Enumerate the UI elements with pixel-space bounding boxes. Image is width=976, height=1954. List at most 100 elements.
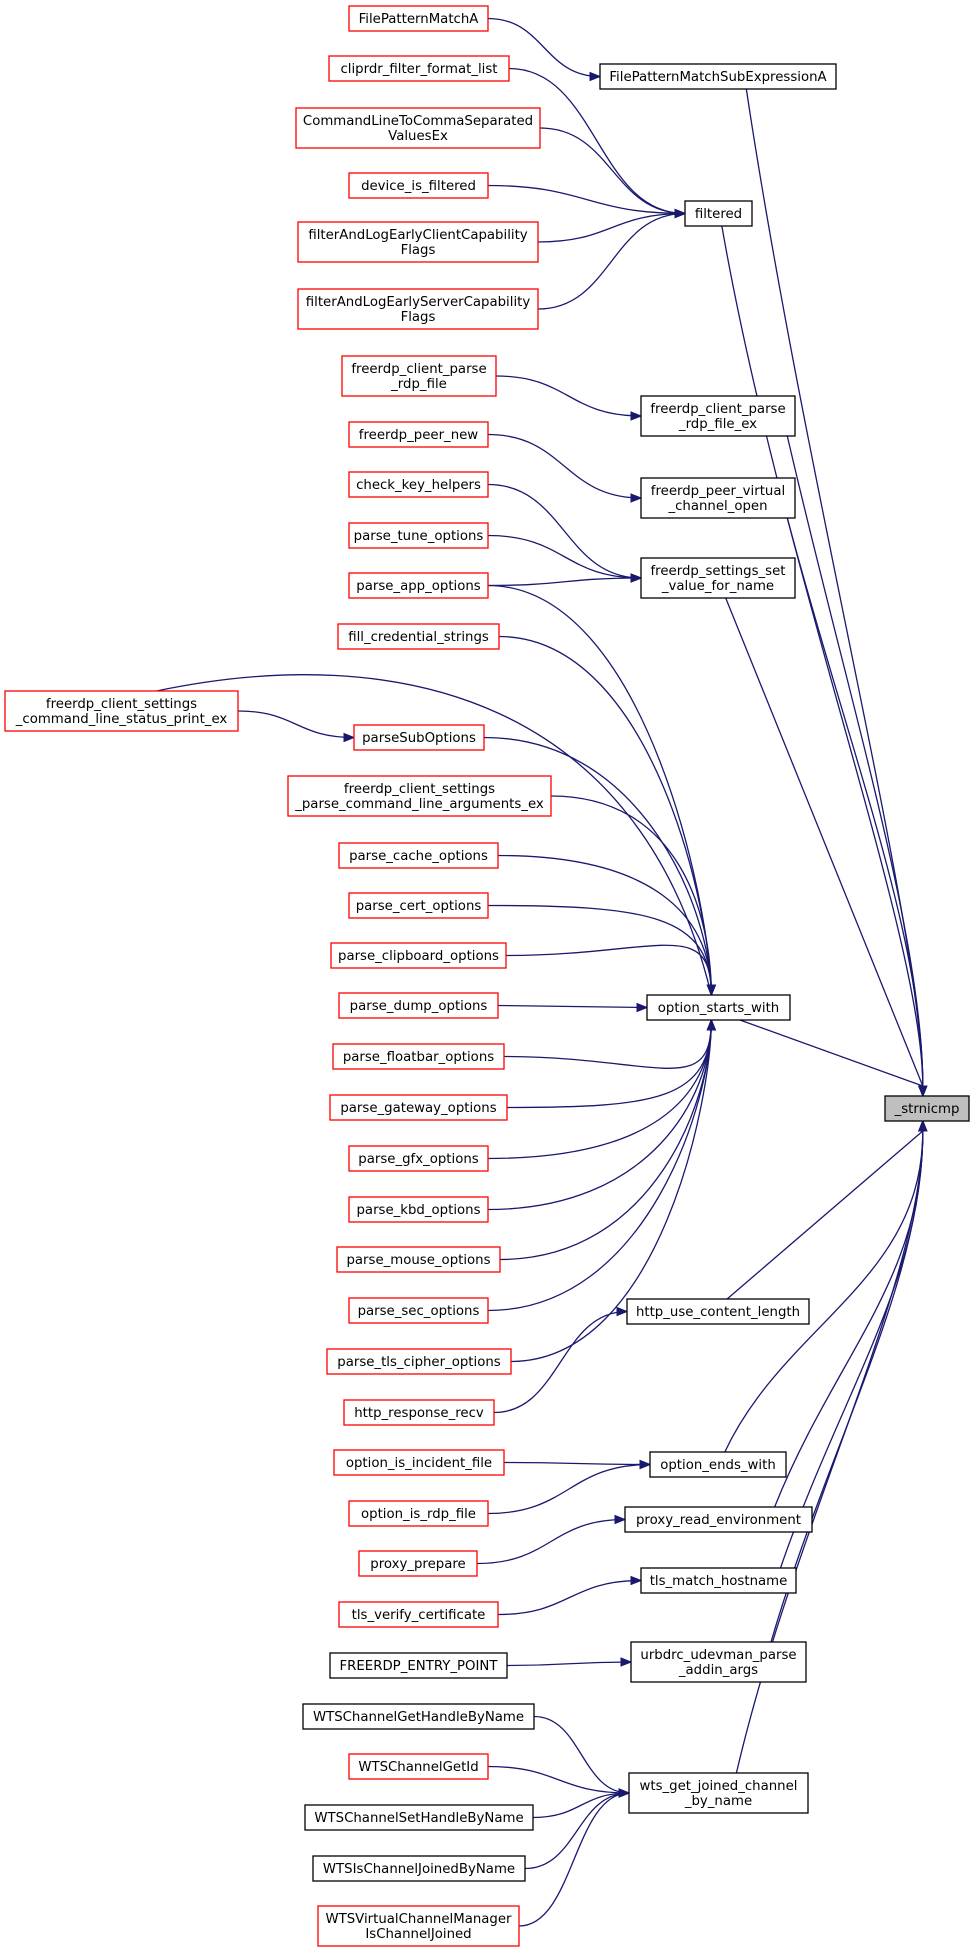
function-node[interactable]: check_key_helpers (348, 471, 489, 498)
node-label: freerdp_peer_new (359, 428, 479, 443)
function-node[interactable]: parse_cache_options (338, 842, 499, 869)
function-node[interactable]: freerdp_client_parse_rdp_file_ex (640, 395, 796, 437)
function-node[interactable]: parse_cert_options (348, 892, 489, 919)
node-label: option_ends_with (660, 1458, 776, 1473)
function-node[interactable]: freerdp_client_settings_command_line_sta… (4, 690, 239, 732)
node-box (884, 1095, 970, 1122)
function-node[interactable]: freerdp_settings_set_value_for_name (640, 557, 796, 599)
node-label: wts_get_joined_channel (640, 1779, 798, 1794)
node-box (338, 842, 499, 869)
call-edge (499, 1018, 717, 1261)
function-node[interactable]: parse_tune_options (348, 522, 489, 549)
call-edge (539, 127, 687, 219)
node-label: filtered (695, 207, 742, 222)
function-node[interactable]: FilePatternMatchSubExpressionA (599, 63, 837, 90)
node-box (599, 63, 837, 90)
node-label: freerdp_peer_virtual (651, 484, 785, 499)
node-label: freerdp_settings_set (651, 564, 786, 579)
node-box (348, 1196, 489, 1223)
node-label: check_key_helpers (356, 478, 481, 493)
call-edges (156, 17, 928, 1927)
node-box (640, 557, 796, 599)
function-node[interactable]: device_is_filtered (348, 172, 489, 199)
function-node[interactable]: filtered (684, 200, 753, 227)
node-label: _value_for_name (661, 579, 774, 594)
function-node[interactable]: proxy_prepare (358, 1550, 478, 1577)
node-label: parse_clipboard_options (338, 949, 499, 964)
function-node[interactable]: parse_clipboard_options (330, 942, 507, 969)
call-edge (786, 435, 928, 1098)
function-node[interactable]: option_ends_with (649, 1451, 787, 1478)
node-box (348, 1297, 489, 1324)
function-node[interactable]: freerdp_client_parse_rdp_file (341, 355, 497, 397)
node-box (626, 1298, 810, 1325)
function-node[interactable]: option_is_incident_file (333, 1449, 505, 1476)
function-node[interactable]: parse_sec_options (348, 1297, 489, 1324)
function-node[interactable]: fill_credential_strings (337, 623, 500, 650)
node-box (348, 172, 489, 199)
function-node[interactable]: parse_mouse_options (336, 1246, 501, 1273)
function-node[interactable]: parse_kbd_options (348, 1196, 489, 1223)
function-node[interactable]: option_is_rdp_file (348, 1500, 489, 1527)
function-node[interactable]: WTSIsChannelJoinedByName (312, 1855, 526, 1882)
node-box (329, 1652, 508, 1679)
function-node[interactable]: http_response_recv (343, 1399, 495, 1426)
function-node[interactable]: freerdp_client_settings_parse_command_li… (287, 775, 552, 817)
node-box (295, 107, 541, 149)
node-label: FREERDP_ENTRY_POINT (340, 1659, 499, 1674)
node-label: parse_sec_options (358, 1304, 480, 1319)
function-node[interactable]: http_use_content_length (626, 1298, 810, 1325)
function-node[interactable]: parse_app_options (348, 572, 489, 599)
function-node[interactable]: parse_floatbar_options (332, 1043, 505, 1070)
function-node[interactable]: parse_gfx_options (348, 1145, 489, 1172)
function-node[interactable]: parse_tls_cipher_options (326, 1348, 512, 1375)
function-node[interactable]: parse_gateway_options (329, 1094, 508, 1121)
node-box (348, 1753, 489, 1780)
function-node[interactable]: parse_dump_options (338, 992, 499, 1019)
call-edge (721, 225, 928, 1098)
call-edge (487, 1459, 652, 1515)
node-box (338, 992, 499, 1019)
node-label: parse_gfx_options (358, 1152, 478, 1167)
node-box (302, 1703, 535, 1730)
function-node[interactable]: WTSChannelGetHandleByName (302, 1703, 535, 1730)
call-edge (237, 710, 356, 743)
function-node[interactable]: WTSChannelSetHandleByName (304, 1804, 534, 1831)
node-box (317, 1905, 520, 1947)
function-node[interactable]: parseSubOptions (353, 724, 485, 751)
node-label: parseSubOptions (362, 731, 476, 746)
call-edge (550, 795, 717, 997)
function-node[interactable]: tls_match_hostname (640, 1567, 797, 1594)
function-node[interactable]: FilePatternMatchA (348, 5, 489, 32)
function-node[interactable]: proxy_read_environment (624, 1506, 813, 1533)
node-label: FilePatternMatchA (359, 12, 479, 27)
node-label: tls_match_hostname (650, 1574, 788, 1589)
function-node[interactable]: FREERDP_ENTRY_POINT (329, 1652, 508, 1679)
node-box (348, 421, 489, 448)
function-node[interactable]: freerdp_peer_virtual_channel_open (640, 477, 796, 519)
function-node[interactable]: tls_verify_certificate (338, 1601, 499, 1628)
call-edge (476, 1514, 627, 1565)
function-node[interactable]: cliprdr_filter_format_list (328, 55, 510, 82)
function-node[interactable]: _strnicmp (884, 1095, 970, 1122)
call-edge (495, 375, 643, 421)
call-edge (505, 944, 717, 997)
call-edge (487, 1765, 631, 1798)
node-label: parse_gateway_options (340, 1101, 496, 1116)
function-node[interactable]: urbdrc_udevman_parse_addin_args (630, 1641, 807, 1683)
function-node[interactable]: option_starts_with (646, 994, 791, 1021)
node-label: option_starts_with (658, 1001, 779, 1016)
node-label: freerdp_client_parse (351, 362, 486, 377)
node-label: _addin_args (678, 1663, 758, 1678)
node-label: freerdp_client_parse (650, 402, 785, 417)
call-edge (487, 1018, 717, 1312)
node-box (312, 1855, 526, 1882)
call-edge (487, 184, 687, 219)
function-node[interactable]: freerdp_peer_new (348, 421, 489, 448)
function-node[interactable]: wts_get_joined_channel_by_name (628, 1772, 809, 1814)
function-node[interactable]: WTSChannelGetId (348, 1753, 489, 1780)
